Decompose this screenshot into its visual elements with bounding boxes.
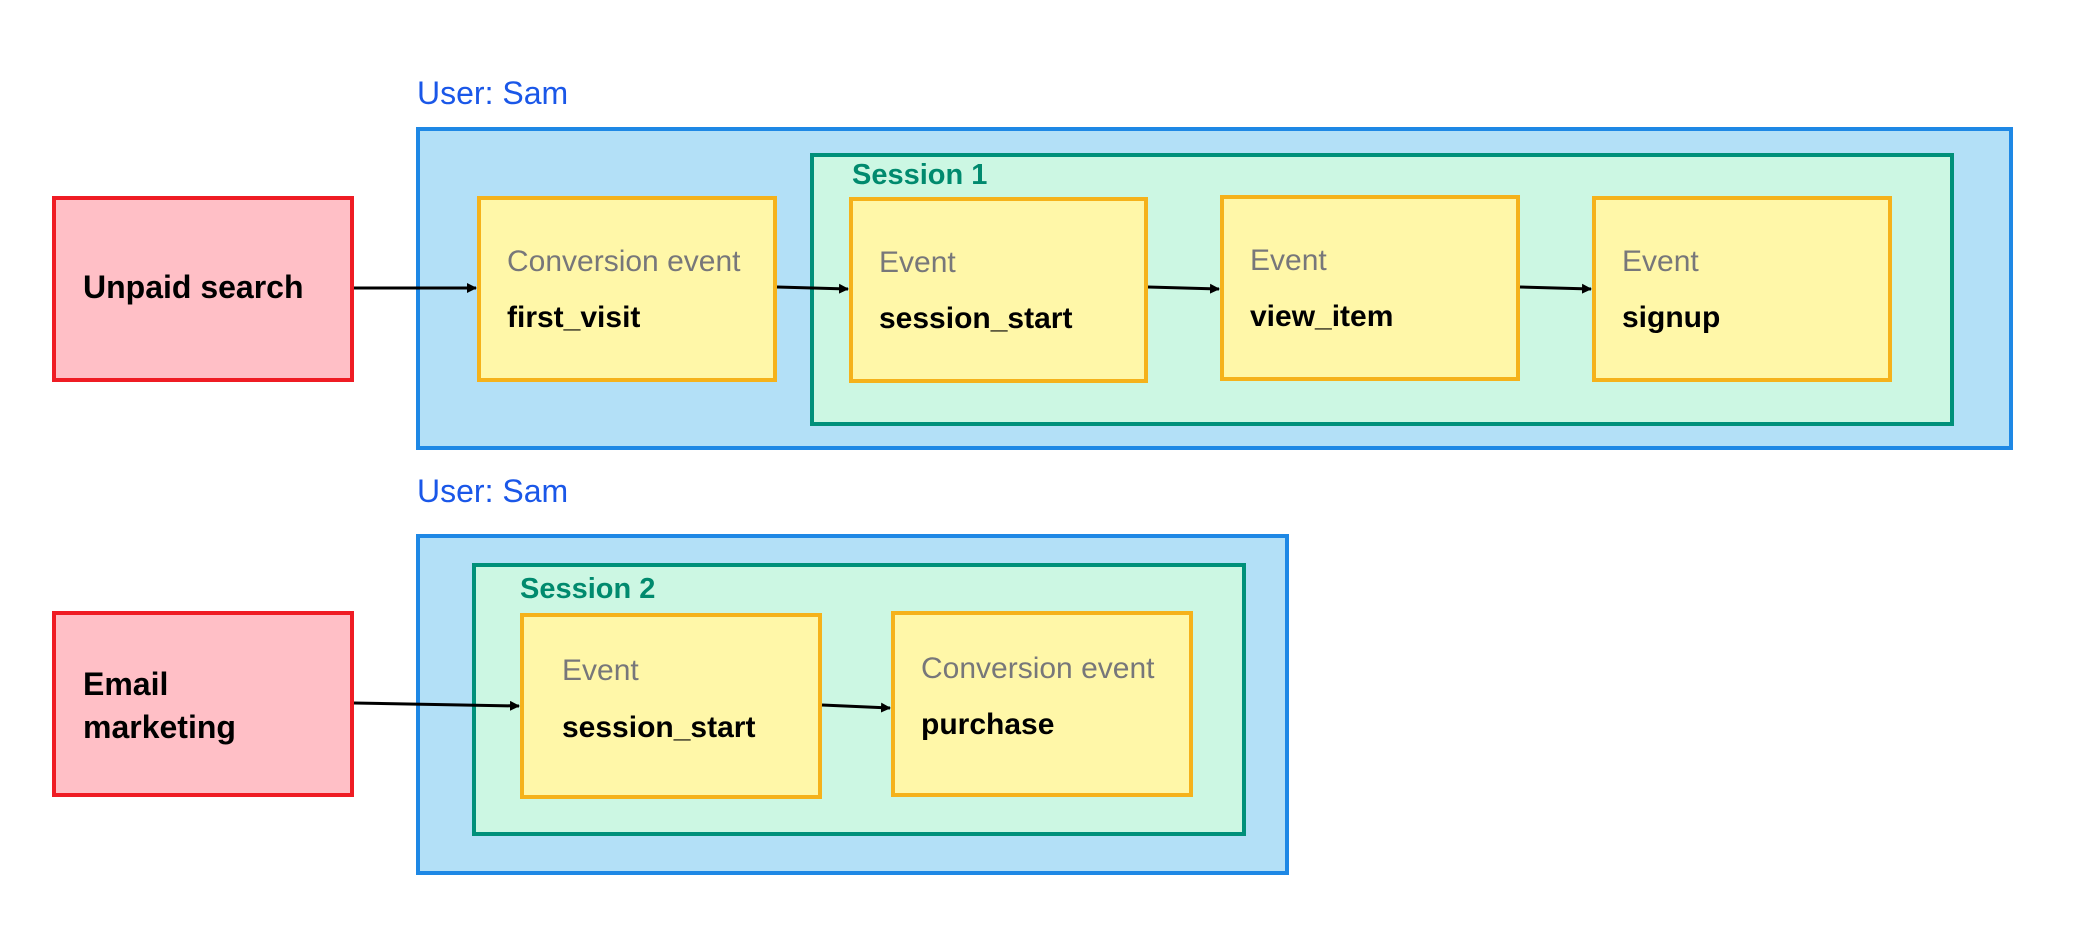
source-box-email-marketing: Email marketing xyxy=(52,611,354,797)
event-name-label: session_start xyxy=(879,302,1073,335)
session-label-1: Session 1 xyxy=(852,159,988,191)
event-name-label: session_start xyxy=(562,711,756,744)
event-kind-label: Conversion event xyxy=(507,245,741,278)
event-name-label: view_item xyxy=(1250,300,1394,333)
source-label: Email marketing xyxy=(83,666,236,745)
event-box-session-start-1: Event session_start xyxy=(849,197,1148,383)
event-kind-label: Event xyxy=(1622,245,1699,278)
user-label-2: User: Sam xyxy=(417,473,569,509)
event-kind-label: Conversion event xyxy=(921,652,1155,685)
event-kind-label: Event xyxy=(562,654,639,687)
event-box-view-item: Event view_item xyxy=(1220,195,1520,381)
event-box-signup: Event signup xyxy=(1592,196,1892,382)
source-box-unpaid-search: Unpaid search xyxy=(52,196,354,382)
event-box-session-start-2: Event session_start xyxy=(520,613,822,799)
event-kind-label: Event xyxy=(1250,244,1327,277)
event-kind-label: Event xyxy=(879,246,956,279)
source-label: Unpaid search xyxy=(83,269,304,305)
event-box-first-visit: Conversion event first_visit xyxy=(477,196,777,382)
event-name-label: signup xyxy=(1622,301,1721,334)
session-label-2: Session 2 xyxy=(520,573,656,605)
user-label-1: User: Sam xyxy=(417,75,569,111)
event-name-label: first_visit xyxy=(507,301,641,334)
event-box-purchase: Conversion event purchase xyxy=(891,611,1193,797)
event-name-label: purchase xyxy=(921,708,1055,741)
